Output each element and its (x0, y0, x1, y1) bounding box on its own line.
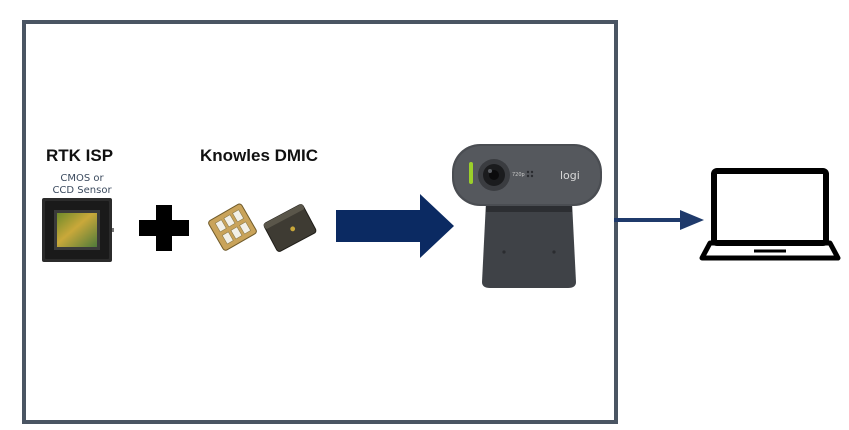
sensor-caption-line2: CCD Sensor (52, 185, 112, 196)
laptop-icon (699, 168, 841, 261)
dmic-chip-icon (208, 203, 257, 251)
output-arrow-icon (614, 210, 704, 230)
right-arrow-icon (336, 194, 454, 258)
webcam-icon: 720p logi (452, 144, 602, 288)
rtk-isp-label: RTK ISP (46, 146, 114, 165)
sensor-caption-line1: CMOS or (60, 173, 104, 184)
image-sensor-chip-icon (42, 198, 114, 262)
dmic-package-icon (263, 204, 317, 252)
sensor-caption: CMOS or CCD Sensor (40, 173, 124, 197)
webcam-resolution-badge: 720p (512, 172, 525, 178)
knowles-dmic-label: Knowles DMIC (200, 146, 319, 165)
webcam-brand-logo: logi (560, 169, 580, 182)
plus-icon (139, 205, 189, 251)
